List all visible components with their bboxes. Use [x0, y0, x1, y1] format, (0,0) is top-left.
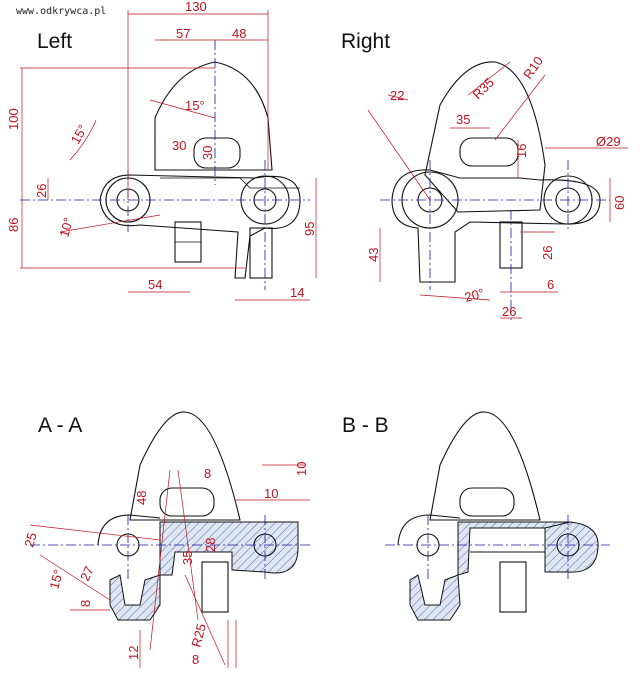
- dim-dia29: Ø29: [596, 134, 621, 149]
- dim-15deg-top: 15°: [185, 98, 205, 113]
- dim-26-vertical: 26: [540, 246, 555, 260]
- dim-a-10-vertical: 10: [294, 462, 309, 476]
- view-title-section-b: B - B: [342, 414, 389, 437]
- dim-30-a: 30: [172, 138, 186, 153]
- dim-86: 86: [6, 218, 21, 232]
- dim-R10: R10: [520, 54, 546, 82]
- view-title-left: Left: [37, 30, 73, 53]
- dim-6: 6: [547, 277, 554, 292]
- dim-a-35: 35: [180, 551, 195, 565]
- left-view: 130 57 48 100 15° 15° 30 30 26 86 10° 95…: [6, 0, 317, 301]
- dim-30-b: 30: [200, 146, 215, 160]
- dim-20deg: 20°: [463, 285, 486, 305]
- dim-10deg: 10°: [56, 216, 76, 239]
- dim-a-8-top: 8: [204, 466, 211, 481]
- dim-54: 54: [148, 277, 162, 292]
- dim-a-R25: R25: [188, 622, 209, 649]
- section-a-view: 8 10 48 10 25 27 15° 35 28 8 12 R25 8: [21, 411, 310, 668]
- dim-R35: R35: [470, 75, 497, 102]
- dim-a-10: 10: [264, 486, 278, 501]
- dim-a-12: 12: [126, 646, 141, 660]
- dim-15deg-left: 15°: [68, 122, 91, 147]
- view-title-section-a: A - A: [38, 414, 83, 437]
- dim-a-15deg: 15°: [46, 568, 66, 591]
- dim-a-28: 28: [203, 538, 218, 552]
- dim-a-8-left: 8: [78, 600, 93, 607]
- dim-a-8-bottom: 8: [192, 652, 199, 667]
- dim-57: 57: [176, 26, 190, 41]
- dim-100: 100: [6, 108, 21, 130]
- watermark: www.odkrywca.pl: [16, 6, 107, 17]
- dim-a-48: 48: [134, 491, 149, 505]
- dim-22: 22: [390, 88, 404, 103]
- dim-60: 60: [612, 196, 627, 210]
- dim-a-27: 27: [77, 564, 97, 583]
- dim-48: 48: [232, 26, 246, 41]
- dim-16: 16: [514, 144, 529, 158]
- dim-26: 26: [34, 184, 49, 198]
- dim-130: 130: [185, 0, 207, 14]
- dim-43: 43: [366, 248, 381, 262]
- dim-14: 14: [290, 285, 304, 300]
- dim-95: 95: [302, 222, 317, 236]
- dim-26-bottom: 26: [502, 304, 516, 319]
- view-title-right: Right: [341, 30, 391, 53]
- dim-35: 35: [456, 112, 470, 127]
- right-view: 22 R35 R10 35 16 Ø29 60 43 26 20° 6 26: [366, 54, 628, 320]
- section-b-view: [385, 411, 610, 621]
- dim-a-25: 25: [21, 531, 39, 549]
